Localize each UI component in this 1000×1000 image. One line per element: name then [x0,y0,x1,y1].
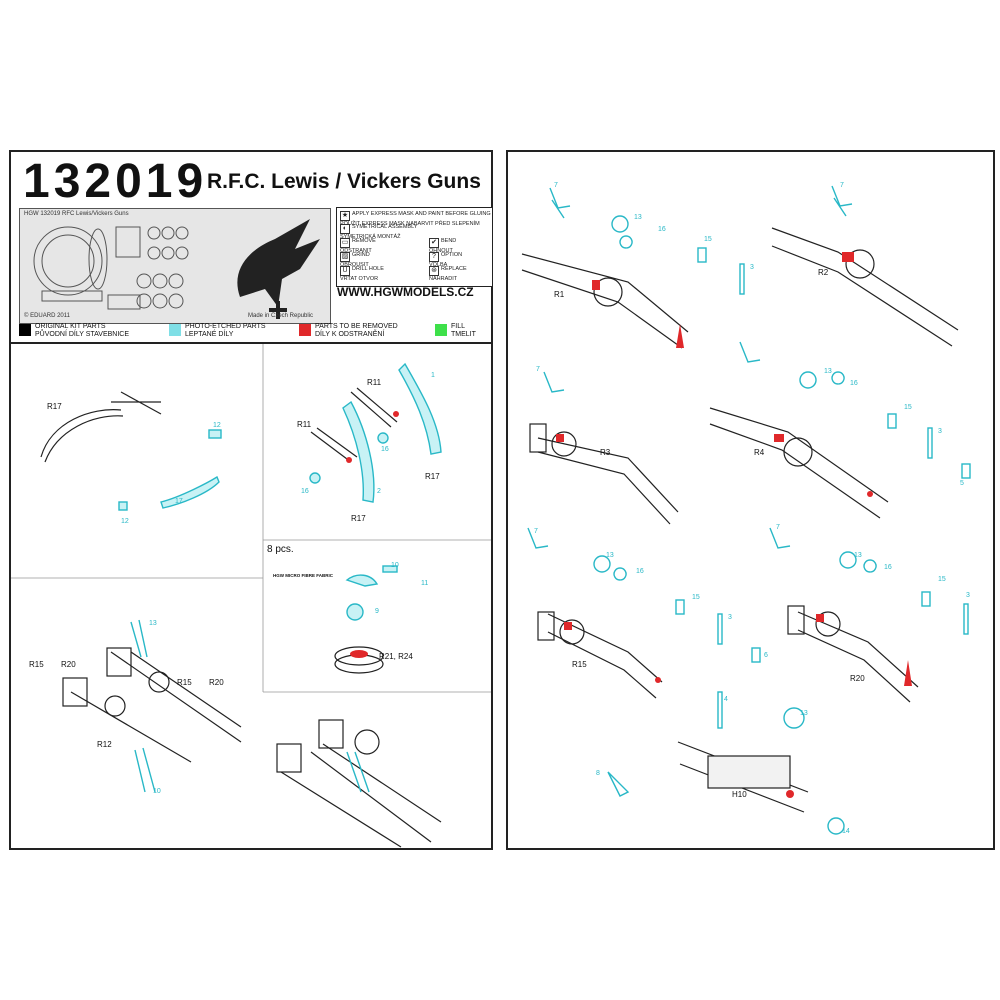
label-r17-right: R17 [425,472,440,481]
label-r4: R4 [754,448,765,457]
swatch-fill [435,324,447,336]
part-number-r4-3: 3 [938,428,942,435]
product-title: R.F.C. Lewis / Vickers Guns [207,170,481,193]
swatch-original [19,324,31,336]
part-number-16-right: 16 [381,446,389,453]
part-number-r4-13: 13 [824,368,832,375]
part-number-r15-15: 15 [692,594,700,601]
part-number-10-fabric: 10 [391,562,399,569]
label-r12: R12 [97,740,112,749]
part-number-2: 2 [377,488,381,495]
part-number-h10-4: 4 [724,696,728,703]
part-number-r1-7: 7 [554,182,558,189]
label-r20: R20 [850,674,865,683]
legend-item-remove: ▭REMOVE ODSTRANIT [340,238,376,254]
website-url: WWW.HGWMODELS.CZ [337,285,474,299]
part-number-r15-3: 3 [728,614,732,621]
fabric-label: HGW MICRO FIBRE FABRIC [273,573,333,578]
part-number-r1-13: 13 [634,214,642,221]
part-number-r15-13: 13 [606,552,614,559]
label-r20-right: R20 [209,678,224,687]
swatch-remove [299,324,311,336]
label-r11-top: R11 [367,378,382,387]
fret-made-in: Made in Czech Republic [248,313,314,319]
part-number-r3-7: 7 [536,366,540,373]
part-number-r20-7: 7 [776,524,780,531]
part-number-h10-13: 13 [800,710,808,717]
part-number-12-bottom: 12 [121,518,129,525]
part-number-h10-14: 14 [842,828,850,835]
label-h10: H10 [732,790,747,799]
section-divider [11,342,491,344]
label-r1: R1 [554,290,565,299]
label-r17-panel1: R17 [47,402,62,411]
part-number-9: 9 [375,608,379,615]
part-number-r15-7: 7 [534,528,538,535]
legend-item-replace: ⊛REPLACE NAHRADIT [429,266,467,282]
left-instruction-sheet: 132019 R.F.C. Lewis / Vickers Guns HGW 1… [9,150,493,850]
part-number-r4-15: 15 [904,404,912,411]
label-r20-left: R20 [61,660,76,669]
swatch-photo-etched [169,324,181,336]
label-r15-right: R15 [177,678,192,687]
assembly-drawings-left [11,344,491,848]
label-r11-left: R11 [297,420,312,429]
part-number-r1-15: 15 [704,236,712,243]
swatch-photo-etched-label: PHOTO-ETCHED PARTS LEPTANÉ DÍLY [185,323,266,338]
label-r17-left: R17 [351,514,366,523]
pieces-count: 8 pcs. [267,544,294,555]
label-r15: R15 [572,660,587,669]
legend-item-grind: ▨GRIND OBROUSIT [340,252,370,268]
assembly-drawings-right [521,185,971,835]
part-number-r4-16: 16 [850,380,858,387]
part-number-17: 17 [175,498,183,505]
label-r3: R3 [600,448,611,457]
legend-item-bend: ✔BEND OHNOUT [429,238,457,254]
legend-item-option: ?OPTION VOLBA [429,252,463,268]
fret-preview: HGW 132019 RFC Lewis/Vickers Guns © EDUA… [19,208,331,324]
product-code: 132019 [23,155,208,208]
part-number-r15-16: 16 [636,568,644,575]
part-number-r15-6: 6 [764,652,768,659]
part-number-r20-15: 15 [938,576,946,583]
label-r21-r24: R21, R24 [379,652,413,661]
part-number-10: 10 [153,788,161,795]
part-number-1: 1 [431,372,435,379]
part-number-r20-3: 3 [966,592,970,599]
part-number-r1-16: 16 [658,226,666,233]
fret-copyright: © EDUARD 2011 [24,313,70,319]
swatch-fill-label: FILL TMELIT [451,323,476,338]
right-instruction-sheet: R1 R2 R3 R4 R15 R20 H10 7 13 16 15 3 7 7… [506,150,995,850]
part-number-r2-7: 7 [840,182,844,189]
part-number-r20-16: 16 [884,564,892,571]
fret-label: HGW 132019 RFC Lewis/Vickers Guns [24,211,129,217]
part-number-r4-5: 5 [960,480,964,487]
part-number-12-top: 12 [213,422,221,429]
label-r2: R2 [818,268,829,277]
part-number-13: 13 [149,620,157,627]
part-number-16-left: 16 [301,488,309,495]
part-number-r20-13: 13 [854,552,862,559]
symbol-legend: ★APPLY EXPRESS MASK AND PAINT BEFORE GLU… [336,207,493,287]
label-r15-left: R15 [29,660,44,669]
swatch-original-label: ORIGINAL KIT PARTS PŮVODNÍ DÍLY STAVEBNI… [35,323,130,338]
part-number-h10-8: 8 [596,770,600,777]
part-number-11: 11 [421,580,429,587]
swatch-remove-label: PARTS TO BE REMOVED DÍLY K ODSTRANĚNÍ [315,323,398,338]
fret-parts-drawing [33,219,320,319]
legend-item-symmetrical: ◐SYMETRICAL ASSEMBLY SYMETRICKÁ MONTÁŽ [340,224,418,240]
legend-item-mask: ★APPLY EXPRESS MASK AND PAINT BEFORE GLU… [340,211,491,227]
part-number-r1-3: 3 [750,264,754,271]
